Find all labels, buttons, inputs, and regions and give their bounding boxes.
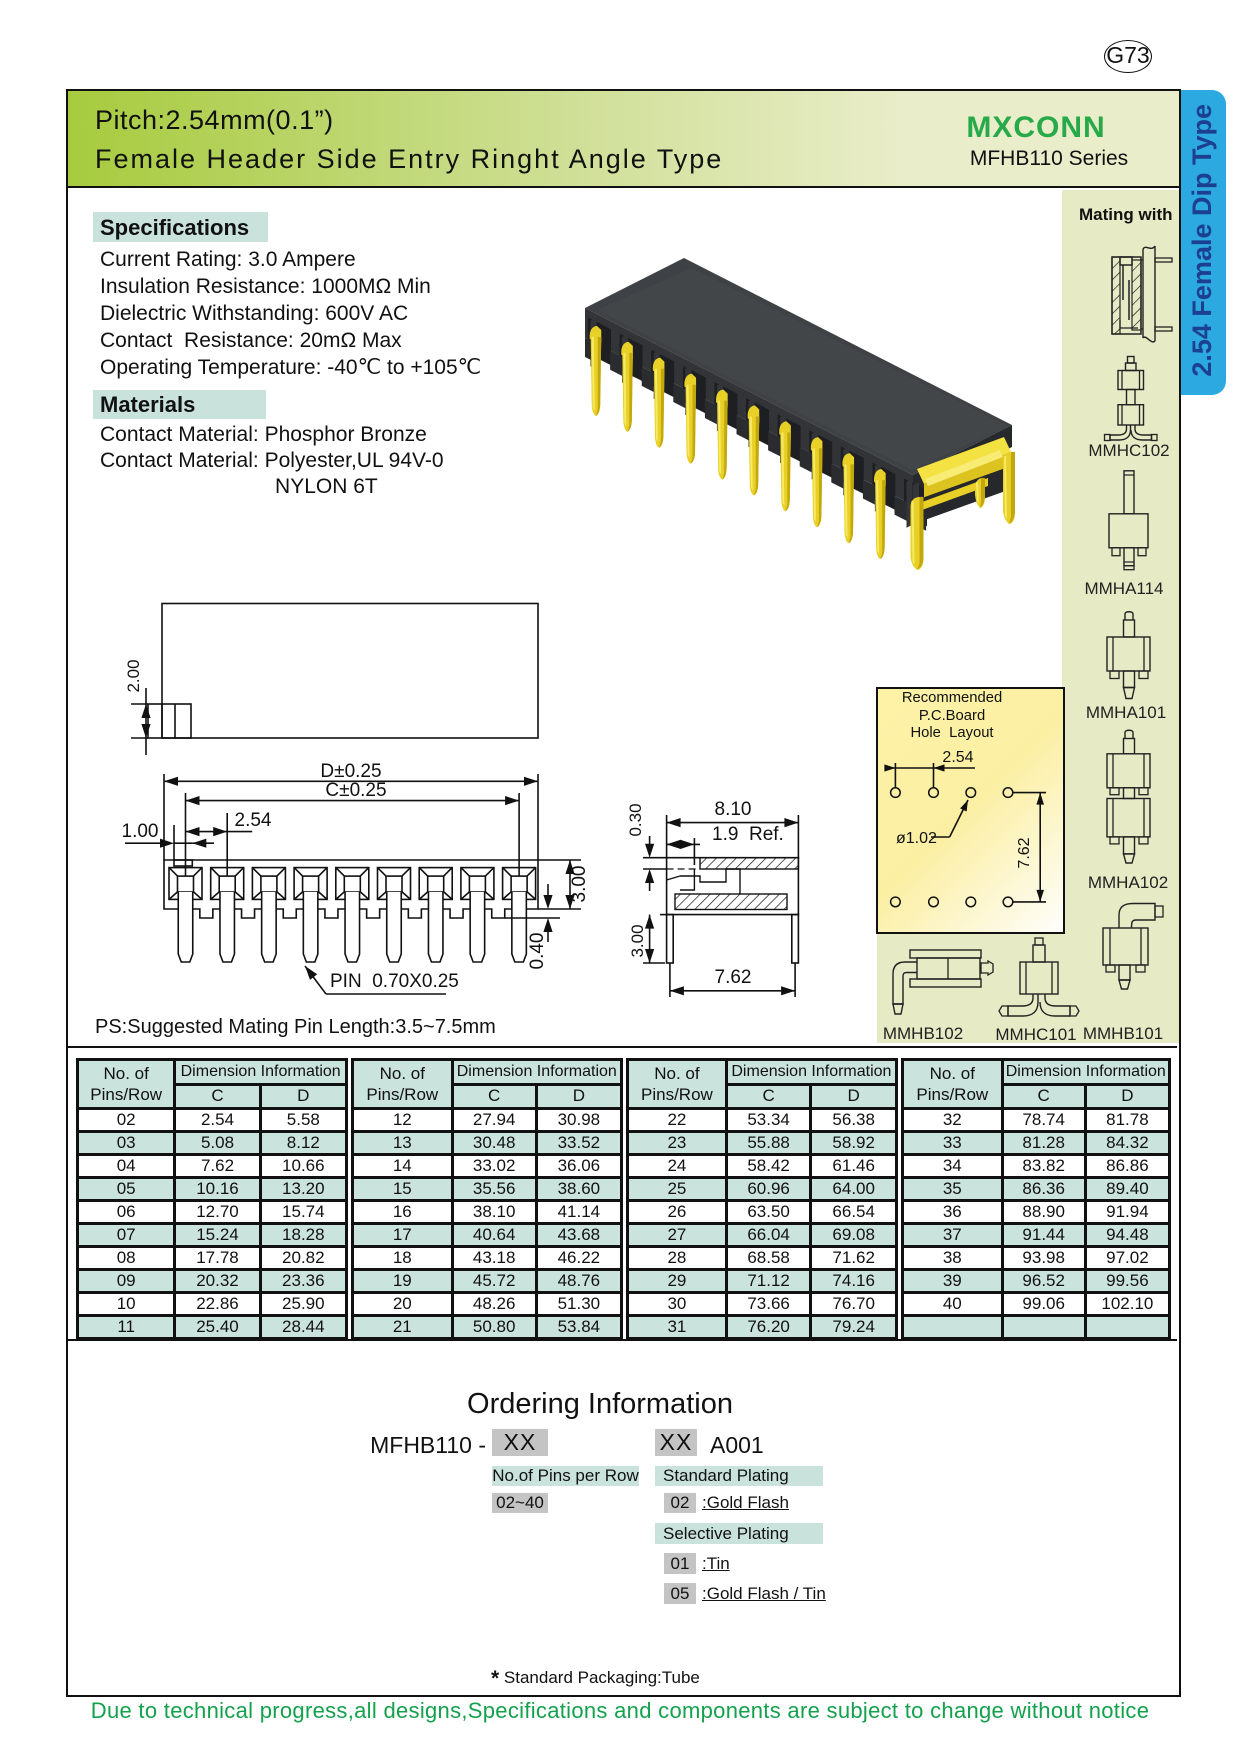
svg-text:7.62: 7.62 <box>715 967 752 988</box>
svg-text:2.54: 2.54 <box>235 810 272 831</box>
svg-text:P.C.Board: P.C.Board <box>919 708 985 724</box>
svg-text:MMHB102: MMHB102 <box>883 1024 963 1043</box>
svg-text:7.62: 7.62 <box>1016 837 1033 868</box>
svg-text:3.00: 3.00 <box>569 866 590 903</box>
svg-text:ø1.02: ø1.02 <box>896 830 937 847</box>
svg-text:MMHC102: MMHC102 <box>1088 441 1169 460</box>
svg-text:0.30: 0.30 <box>626 803 645 836</box>
svg-text:MMHA101: MMHA101 <box>1086 703 1166 722</box>
svg-text:Recommended: Recommended <box>902 690 1002 706</box>
svg-text:0.40: 0.40 <box>527 933 548 970</box>
svg-text:PIN 0.70X0.25: PIN 0.70X0.25 <box>330 971 459 992</box>
svg-text:2.00: 2.00 <box>124 659 143 692</box>
svg-text:MMHC101: MMHC101 <box>995 1025 1076 1044</box>
svg-text:2.54: 2.54 <box>942 749 973 766</box>
svg-text:Hole Layout: Hole Layout <box>910 725 993 741</box>
svg-text:C±0.25: C±0.25 <box>325 780 386 801</box>
svg-text:MMHB101: MMHB101 <box>1083 1024 1163 1043</box>
svg-text:1.00: 1.00 <box>122 821 159 842</box>
svg-text:MMHA102: MMHA102 <box>1088 873 1168 892</box>
svg-text:3.00: 3.00 <box>628 924 647 957</box>
svg-text:1.9 Ref.: 1.9 Ref. <box>712 824 784 845</box>
svg-text:MMHA114: MMHA114 <box>1084 579 1163 598</box>
svg-text:8.10: 8.10 <box>715 799 752 820</box>
svg-text:D±0.25: D±0.25 <box>320 761 381 782</box>
